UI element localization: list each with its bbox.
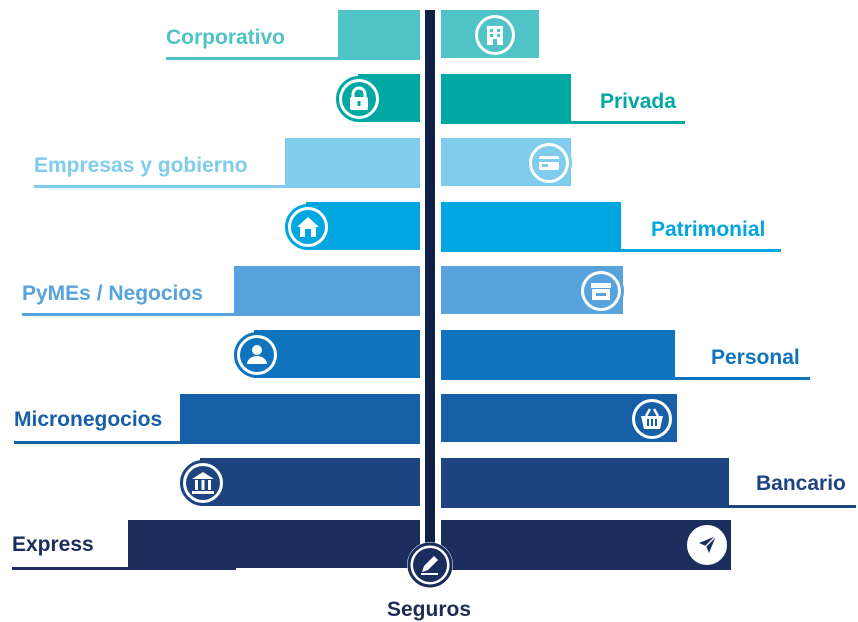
bar-micronegocios-left <box>180 394 420 442</box>
underline-empresas <box>34 185 420 188</box>
pen-icon <box>407 542 453 588</box>
bar-personal-left <box>254 330 420 378</box>
card-icon <box>526 140 572 186</box>
central-spine <box>425 10 435 565</box>
bar-corporativo-left <box>338 10 420 58</box>
label-personal: Personal <box>711 346 800 369</box>
label-bancario: Bancario <box>756 472 846 495</box>
bar-privada-right <box>441 74 571 122</box>
underline-patrimonial <box>441 249 781 252</box>
label-privada: Privada <box>600 90 676 113</box>
building-icon <box>472 12 518 58</box>
label-express: Express <box>12 533 94 556</box>
bar-express-left <box>128 520 420 568</box>
label-patrimonial: Patrimonial <box>651 218 766 241</box>
lock-icon <box>336 76 382 122</box>
bar-bancario-left <box>200 458 420 506</box>
underline-express <box>12 567 236 570</box>
underline-personal <box>441 377 810 380</box>
label-corporativo: Corporativo <box>166 26 286 49</box>
shop-icon <box>578 268 624 314</box>
basket-icon <box>629 396 675 442</box>
label-empresas: Empresas y gobierno <box>34 154 248 177</box>
footer-label-seguros: Seguros <box>386 598 472 621</box>
label-pymes: PyMEs / Negocios <box>22 282 203 305</box>
underline-micronegocios <box>14 441 420 444</box>
underline-bancario <box>441 505 856 508</box>
bar-pymes-left <box>234 266 420 314</box>
underline-express-right <box>441 567 731 570</box>
bar-express-right <box>441 520 731 568</box>
bar-empresas-left <box>285 138 420 186</box>
house-icon <box>285 204 331 250</box>
send-icon <box>684 522 730 568</box>
bank-icon <box>180 460 226 506</box>
bar-patrimonial-right <box>441 202 621 250</box>
person-icon <box>234 332 280 378</box>
underline-privada <box>441 121 685 124</box>
bar-personal-right <box>441 330 675 378</box>
underline-pymes <box>22 313 420 316</box>
label-micronegocios: Micronegocios <box>14 408 163 431</box>
underline-corporativo <box>166 57 420 60</box>
bar-bancario-right <box>441 458 729 506</box>
